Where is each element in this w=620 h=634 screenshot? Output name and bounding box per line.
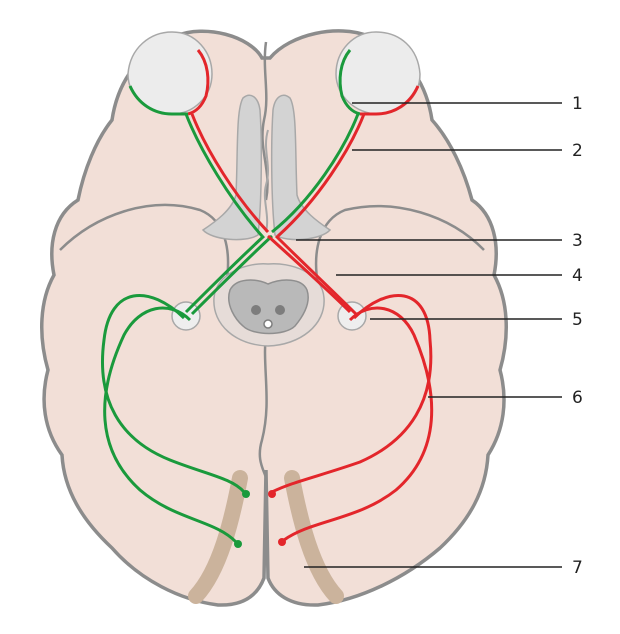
- label-7: 7: [572, 558, 583, 578]
- right-optic-tract-red: [266, 234, 352, 314]
- midbrain-nucleus-right: [275, 305, 285, 315]
- label-2: 2: [572, 141, 583, 161]
- left-radiation-end-2: [234, 540, 242, 548]
- midbrain-inner: [228, 279, 309, 335]
- right-optic-nerve-red: [276, 113, 366, 238]
- label-4: 4: [572, 266, 583, 286]
- right-radiation-end-2: [278, 538, 286, 546]
- label-6: 6: [572, 388, 583, 408]
- right-optic-tract-red-2: [274, 234, 358, 316]
- left-optic-nerve-green: [184, 113, 264, 237]
- right-radiation-end-1: [268, 490, 276, 498]
- left-radiation-upper: [101, 294, 246, 494]
- left-optic-nerve-red: [190, 113, 270, 234]
- leader-lines: [296, 102, 562, 568]
- right-temporal-contour: [314, 204, 485, 286]
- left-radiation-lower: [103, 306, 238, 544]
- right-ventricle: [270, 94, 332, 241]
- posterior-fissure: [258, 329, 268, 479]
- right-optic-nerve-green: [271, 113, 360, 234]
- right-eye-nasal-retina: [338, 49, 361, 116]
- right-eye: [335, 31, 421, 115]
- left-optic-tract-green-2: [190, 234, 274, 316]
- label-3: 3: [572, 231, 583, 251]
- midbrain-nucleus-left: [251, 305, 261, 315]
- left-optic-tract-green: [184, 234, 266, 314]
- left-visual-cortex: [188, 470, 248, 604]
- left-eye-nasal-retina: [187, 49, 210, 116]
- septum-line: [263, 129, 269, 233]
- right-visual-cortex: [284, 470, 344, 604]
- cerebral-aqueduct: [263, 319, 273, 329]
- right-radiation-upper: [271, 294, 433, 494]
- label-1: 1: [572, 94, 583, 114]
- right-radiation-lower: [283, 306, 434, 542]
- left-ventricle: [201, 94, 263, 241]
- left-eye-temporal-retina: [128, 85, 188, 116]
- left-temporal-contour: [59, 203, 230, 286]
- label-5: 5: [572, 310, 583, 330]
- left-radiation-end-1: [242, 490, 250, 498]
